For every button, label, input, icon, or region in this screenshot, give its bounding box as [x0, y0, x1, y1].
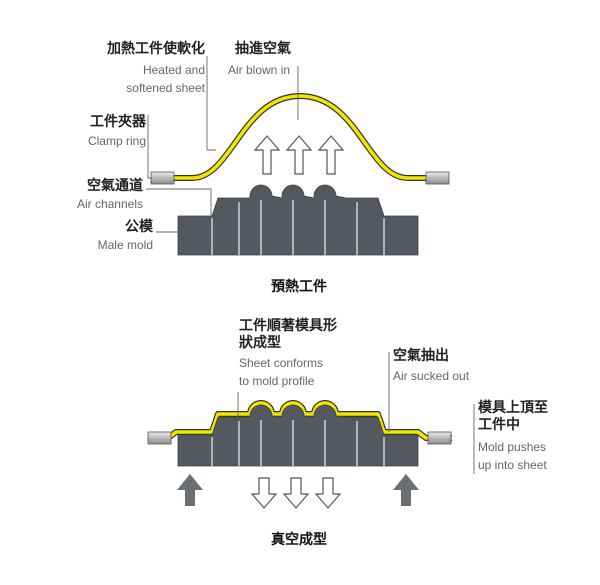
air-out-arrow-1: [250, 477, 278, 509]
male-mold: [177, 184, 419, 256]
label-conform-zh-2: 狀成型: [239, 334, 281, 351]
air-in-arrow-2: [285, 135, 313, 175]
leader-heated: [206, 56, 216, 151]
label-clamp-en: Clamp ring: [88, 134, 146, 148]
air-out-arrow-3: [314, 477, 342, 509]
label-heated-en-1: Heated and: [143, 63, 205, 77]
label-conform-en-2: to mold profile: [239, 374, 315, 388]
label-conform-zh-1: 工件順著模具形: [239, 317, 337, 334]
clamp-ring-right: [425, 171, 450, 185]
air-out-arrows: [250, 477, 342, 509]
label-push-zh-2: 工件中: [478, 416, 520, 433]
label-heated-zh: 加熱工件使軟化: [106, 40, 205, 57]
air-in-arrow-3: [317, 135, 345, 175]
label-sucked-zh: 空氣抽出: [393, 347, 449, 364]
air-in-arrows: [253, 135, 345, 175]
label-clamp-zh: 工件夾器: [90, 113, 147, 130]
formed-sheet: [148, 400, 452, 441]
mold-push-arrow-right: [393, 474, 419, 506]
label-male-zh: 公模: [125, 218, 154, 235]
label-air-in-zh: 抽進空氣: [235, 40, 291, 57]
clamp-ring-left: [150, 171, 175, 185]
label-heated-en-2: softened sheet: [126, 81, 205, 95]
label-air-in-en: Air blown in: [228, 63, 290, 77]
leader-clamp: [147, 115, 152, 179]
mold-push-arrow-left: [177, 474, 203, 506]
label-push-zh-1: 模具上頂至: [478, 399, 548, 416]
label-channels-en: Air channels: [77, 197, 143, 211]
label-conform-en-1: Sheet conforms: [239, 356, 323, 370]
label-push-en-2: up into sheet: [478, 458, 547, 472]
air-in-arrow-1: [253, 135, 281, 175]
leader-channels: [146, 188, 212, 217]
label-sucked-en: Air sucked out: [393, 369, 470, 383]
caption-vacuum-forming: 真空成型: [271, 531, 327, 548]
label-push-en-1: Mold pushes: [478, 440, 546, 454]
preheat-diagram: 加熱工件使軟化 Heated and softened sheet 抽進空氣 A…: [77, 40, 450, 295]
label-male-en: Male mold: [98, 238, 153, 252]
heated-sheet: [155, 92, 443, 181]
caption-preheat: 預熱工件: [271, 278, 327, 295]
clamp-ring-right-bottom: [427, 431, 452, 445]
male-mold-raised: [177, 404, 419, 467]
clamp-ring-left-bottom: [147, 431, 172, 445]
air-out-arrow-2: [282, 477, 310, 509]
label-channels-zh: 空氣通道: [87, 177, 143, 194]
vacuum-forming-step: 工件順著模具形 狀成型 Sheet conforms to mold profi…: [147, 317, 548, 548]
